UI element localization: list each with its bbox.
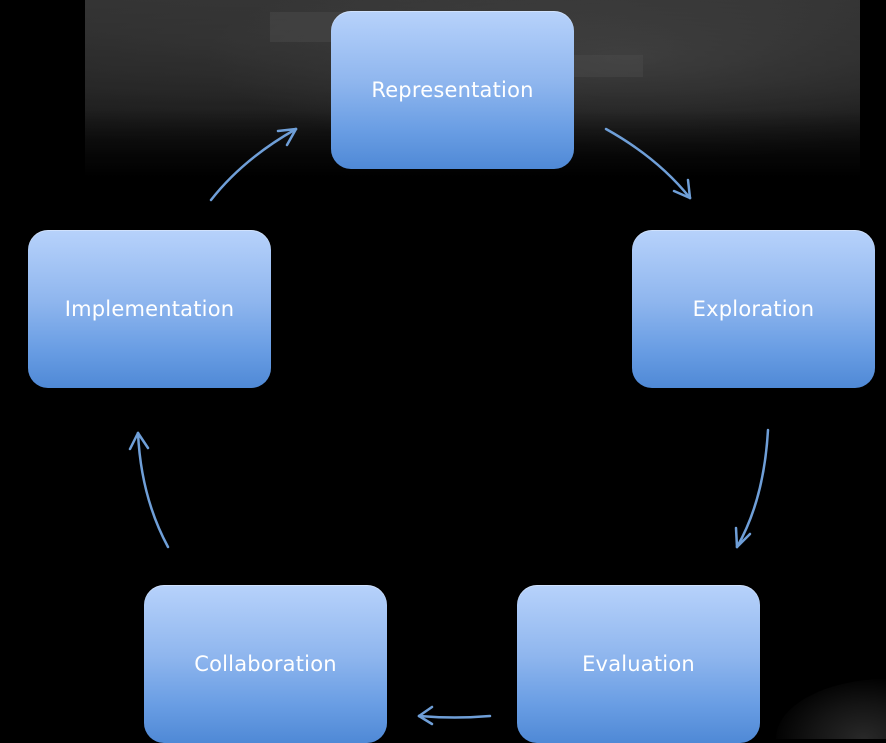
node-representation: Representation — [331, 11, 574, 169]
node-label: Implementation — [64, 297, 235, 321]
node-label: Representation — [371, 78, 534, 102]
node-exploration: Exploration — [632, 230, 875, 388]
node-collaboration: Collaboration — [144, 585, 387, 743]
arrow-exploration-to-evaluation — [734, 428, 770, 549]
node-label: Exploration — [692, 297, 815, 321]
arrow-implementation-to-representation — [209, 127, 298, 202]
node-label: Collaboration — [194, 652, 337, 676]
node-label: Evaluation — [582, 652, 695, 676]
arrow-representation-to-exploration — [604, 127, 692, 200]
arrow-collaboration-to-implementation — [128, 431, 170, 549]
node-evaluation: Evaluation — [517, 585, 760, 743]
arrow-evaluation-to-collaboration — [417, 705, 492, 726]
node-implementation: Implementation — [28, 230, 271, 388]
background-sign — [573, 55, 643, 77]
